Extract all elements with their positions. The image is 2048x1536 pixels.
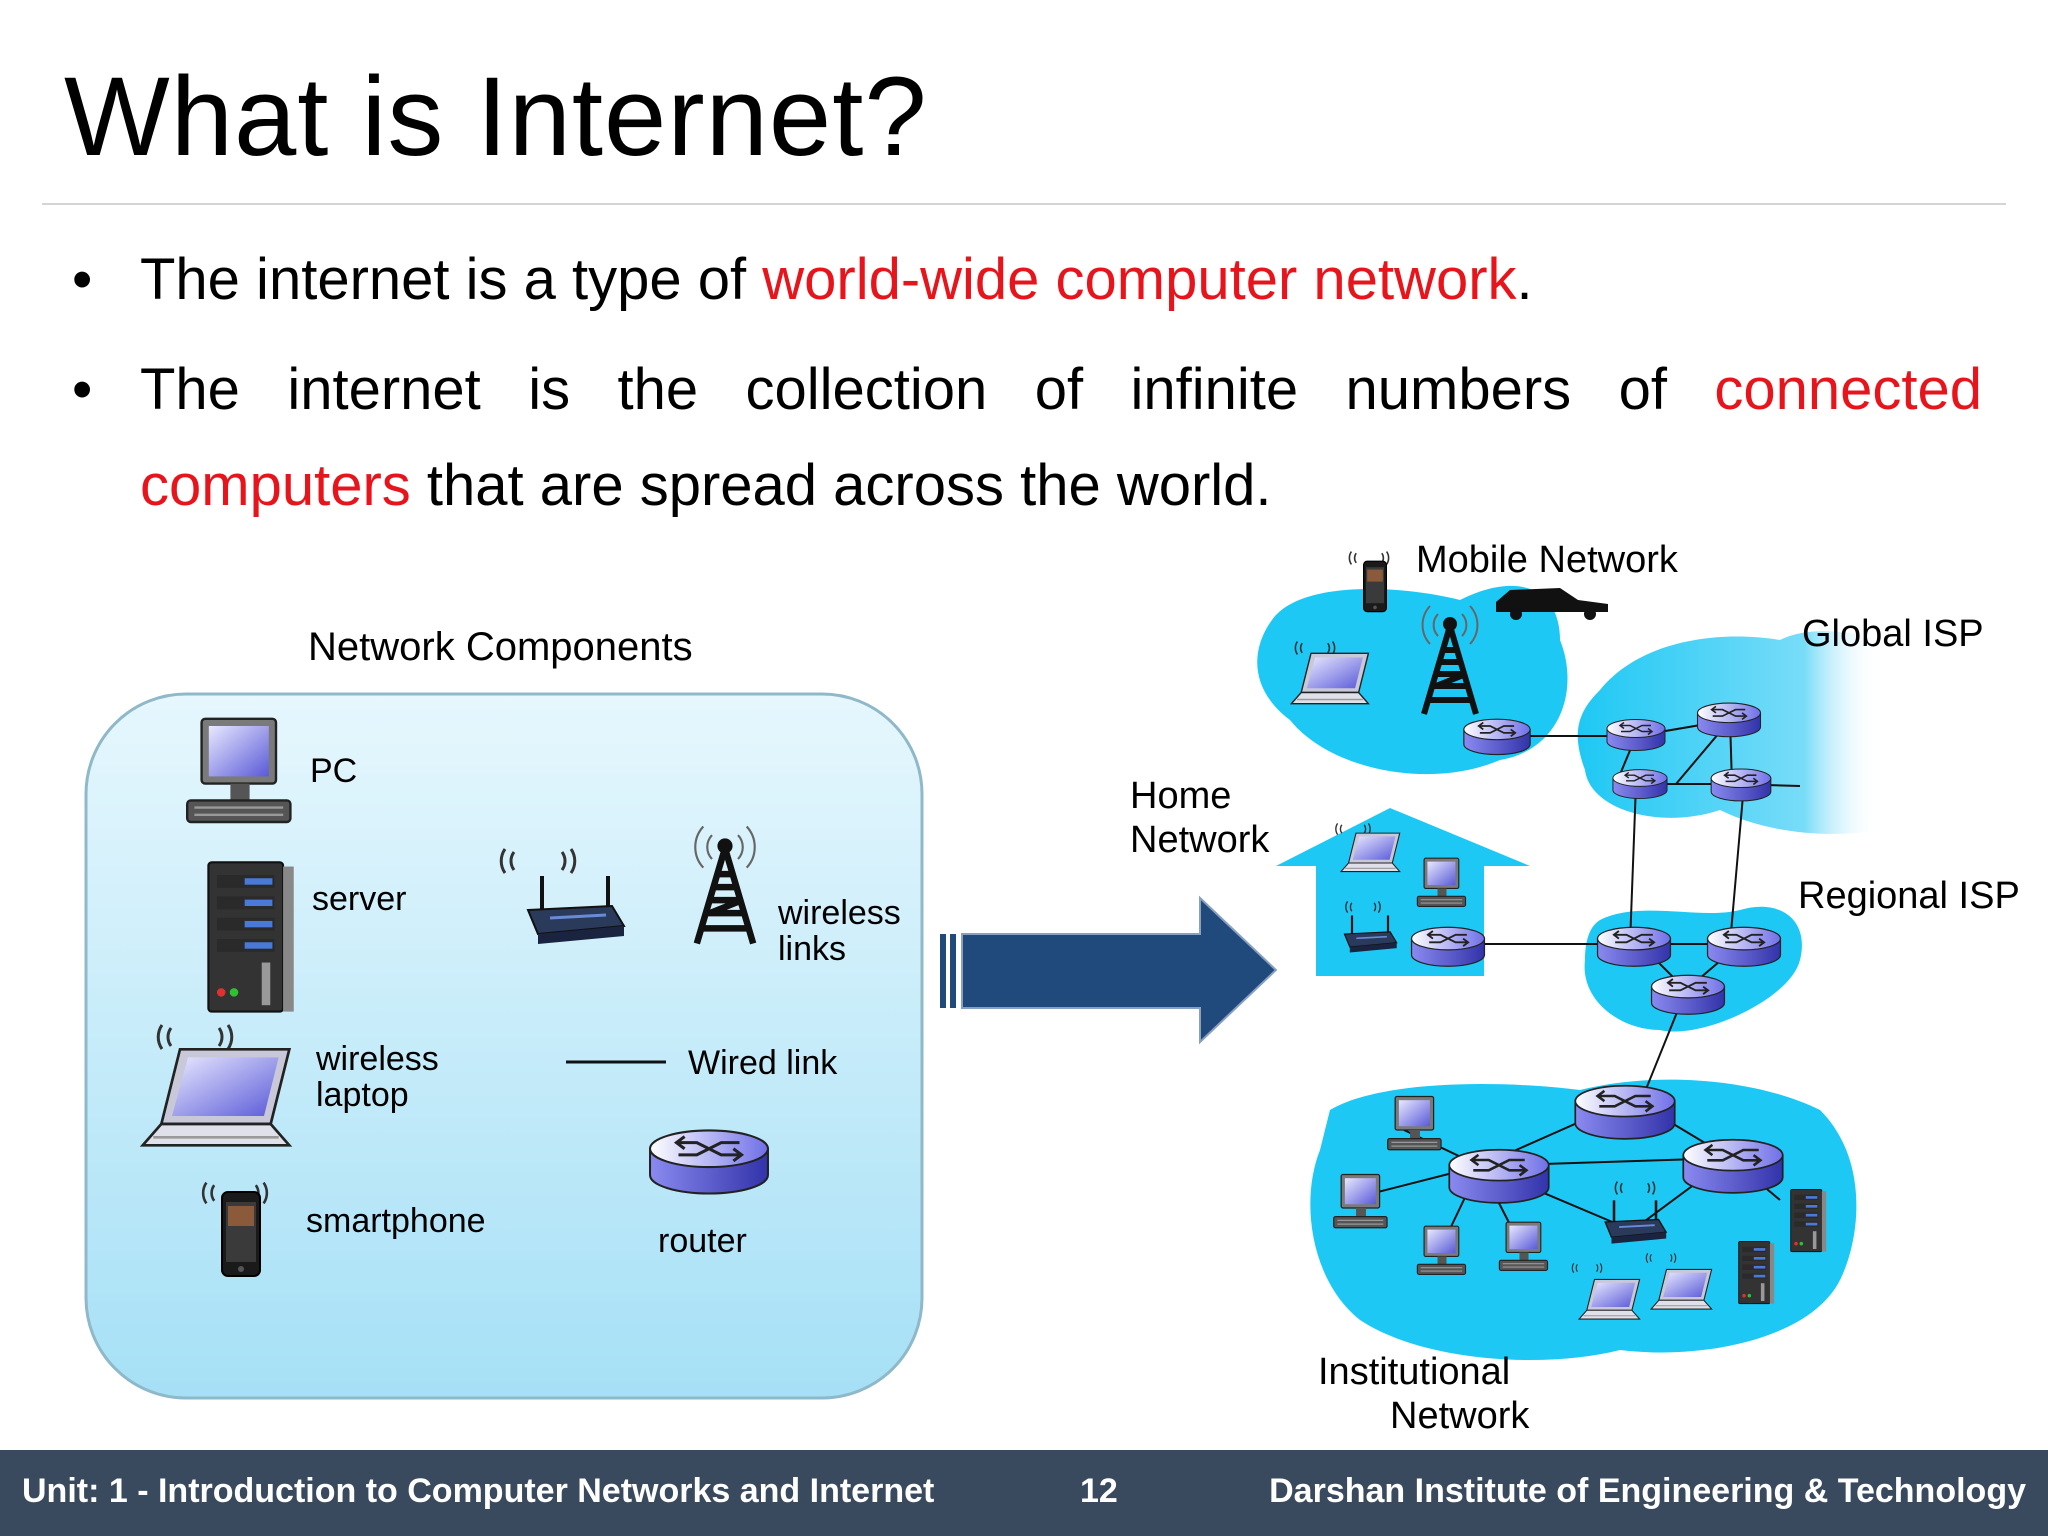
slide-title: What is Internet?: [64, 54, 928, 179]
highlight-text: world-wide computer network: [762, 247, 1517, 312]
wireless-links-label: wireless: [777, 894, 901, 932]
footer-institute: Darshan Institute of Engineering & Techn…: [1269, 1472, 2026, 1510]
network-router-icon: [1596, 926, 1672, 968]
network-router-icon: [1606, 718, 1666, 752]
router-icon: [648, 1128, 770, 1196]
bullet-text: The internet is the collection of infini…: [140, 357, 1982, 518]
title-divider: [42, 203, 2006, 205]
network-router-icon: [1650, 974, 1726, 1016]
bullet-text: The internet is a type of world-wide com…: [140, 247, 1533, 312]
server-icon: [1790, 1188, 1827, 1253]
pc-icon: [1416, 857, 1467, 907]
network-router-icon: [1706, 926, 1782, 968]
components-panel: [84, 692, 924, 1400]
network-router-icon: [1410, 926, 1486, 968]
components-heading: Network Components: [308, 625, 693, 669]
global-isp-label: Global ISP: [1802, 613, 1984, 655]
smartphone-label: smartphone: [306, 1202, 486, 1240]
network-router-icon: [1447, 1148, 1551, 1205]
institutional-network-label: Institutional: [1318, 1351, 1510, 1393]
network-diagram: Network Components PC server wireless li…: [84, 539, 2020, 1437]
mobile-network-label: Mobile Network: [1416, 539, 1679, 581]
network-router-icon: [1462, 718, 1532, 756]
network-router-icon: [1681, 1138, 1785, 1195]
bullet-dot-icon: •: [72, 357, 93, 422]
wireless-laptop-label: laptop: [316, 1076, 409, 1114]
server-label: server: [312, 880, 406, 918]
home-network-label: Network: [1130, 819, 1270, 861]
arrow-icon: [940, 895, 1278, 1045]
server-icon: [207, 861, 295, 1013]
network-router-icon: [1612, 768, 1668, 800]
page-number: 12: [1080, 1472, 1118, 1510]
pc-label: PC: [310, 752, 357, 790]
pc-icon: [1416, 1225, 1467, 1275]
pc-icon: [1333, 1173, 1388, 1229]
smartphone-icon: [1362, 560, 1388, 613]
wireless-laptop-label: wireless: [315, 1040, 439, 1078]
pc-icon: [1387, 1095, 1442, 1151]
smartphone-icon: [221, 1191, 261, 1277]
pc-icon: [1498, 1221, 1549, 1271]
wired-link-label: Wired link: [688, 1044, 838, 1082]
institutional-network-label: Network: [1390, 1395, 1530, 1437]
car-icon: [1496, 588, 1608, 612]
bullet-dot-icon: •: [72, 247, 93, 312]
home-network-house: [1276, 808, 1530, 976]
home-network-label: Home: [1130, 775, 1231, 817]
network-router-icon: [1696, 702, 1762, 738]
server-icon: [1738, 1240, 1775, 1305]
pc-icon: [185, 717, 292, 824]
network-router-icon: [1710, 768, 1772, 802]
regional-isp-label: Regional ISP: [1798, 875, 2020, 917]
wireless-links-label: links: [778, 930, 846, 968]
footer-unit: Unit: 1 - Introduction to Computer Netwo…: [22, 1472, 935, 1510]
router-label: router: [658, 1222, 747, 1260]
network-router-icon: [1573, 1084, 1677, 1141]
footer-bar: Unit: 1 - Introduction to Computer Netwo…: [0, 1450, 2048, 1536]
highlight-text: connected computers: [140, 357, 1982, 518]
